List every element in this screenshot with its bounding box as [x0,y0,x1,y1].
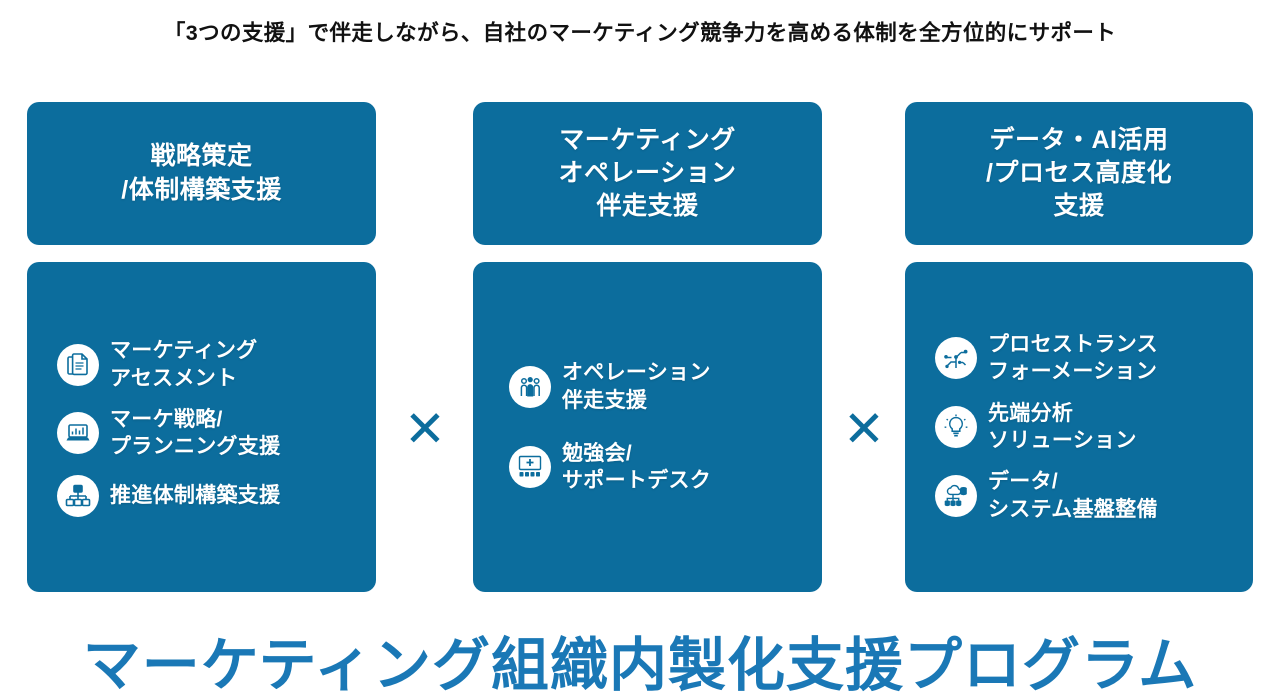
caption-line: /プロセス高度化 [986,158,1172,187]
multiplication-sign-2: ✕ [843,401,885,457]
list-item-label: オペレーション 伴走支援 [562,361,711,412]
caption-line: 支援 [1053,192,1105,221]
circuit-network-icon [935,337,977,380]
list-item[interactable]: 推進体制構築支援 [57,474,362,517]
list-item[interactable]: 先端分析 ソリューション [935,400,1239,455]
column-header-data-ai: データ・AI活用 /プロセス高度化 支援 [905,102,1253,245]
caption-line: /体制構築支援 [121,175,282,204]
column-body-operation: オペレーション 伴走支援 勉強会/ サポートデスク [473,262,822,592]
cloud-database-icon [935,474,977,517]
people-team-icon [509,365,551,408]
laptop-chart-icon [57,412,99,455]
multiplication-sign-1: ✕ [404,401,446,457]
column-header-operation: マーケティング オペレーション 伴走支援 [473,102,822,245]
list-item[interactable]: マーケティング アセスメント [57,337,362,392]
column-body-strategy: マーケティング アセスメント マーケ戦略/ プランニング支援 [27,262,376,592]
list-item[interactable]: 勉強会/ サポートデスク [509,440,808,495]
program-title: マーケティング組織内製化支援プログラム [82,633,1198,695]
column-body-data-ai: プロセストランス フォーメーション 先端分析 ソリューション [905,262,1253,592]
seminar-board-icon [509,446,551,489]
list-item-label: マーケ戦略/ プランニング支援 [110,408,281,459]
caption-line: 伴走支援 [596,192,699,221]
lightbulb-idea-icon [935,406,977,448]
list-item-label: 推進体制構築支援 [110,483,281,507]
list-item[interactable]: マーケ戦略/ プランニング支援 [57,406,362,461]
org-chart-icon [57,474,99,517]
caption-line: データ・AI活用 [989,125,1169,154]
caption-line: 戦略策定 [150,142,253,171]
column-header-strategy: 戦略策定 /体制構築支援 [27,102,376,245]
list-item-label: マーケティング アセスメント [110,339,258,390]
caption-line: マーケティング [559,125,736,154]
list-item-label: データ/ システム基盤整備 [988,470,1158,521]
list-item[interactable]: オペレーション 伴走支援 [509,359,808,414]
list-item[interactable]: プロセストランス フォーメーション [935,331,1239,386]
caption-line: オペレーション [558,158,737,187]
list-item-label: 勉強会/ サポートデスク [562,442,712,493]
header-caption: 「3つの支援」で伴走しながら、自社のマーケティング競争力を高める体制を全方位的に… [163,21,1117,45]
list-item-label: プロセストランス フォーメーション [988,333,1158,384]
list-item[interactable]: データ/ システム基盤整備 [935,468,1239,523]
list-item-label: 先端分析 ソリューション [988,401,1137,452]
documents-icon [57,343,99,386]
